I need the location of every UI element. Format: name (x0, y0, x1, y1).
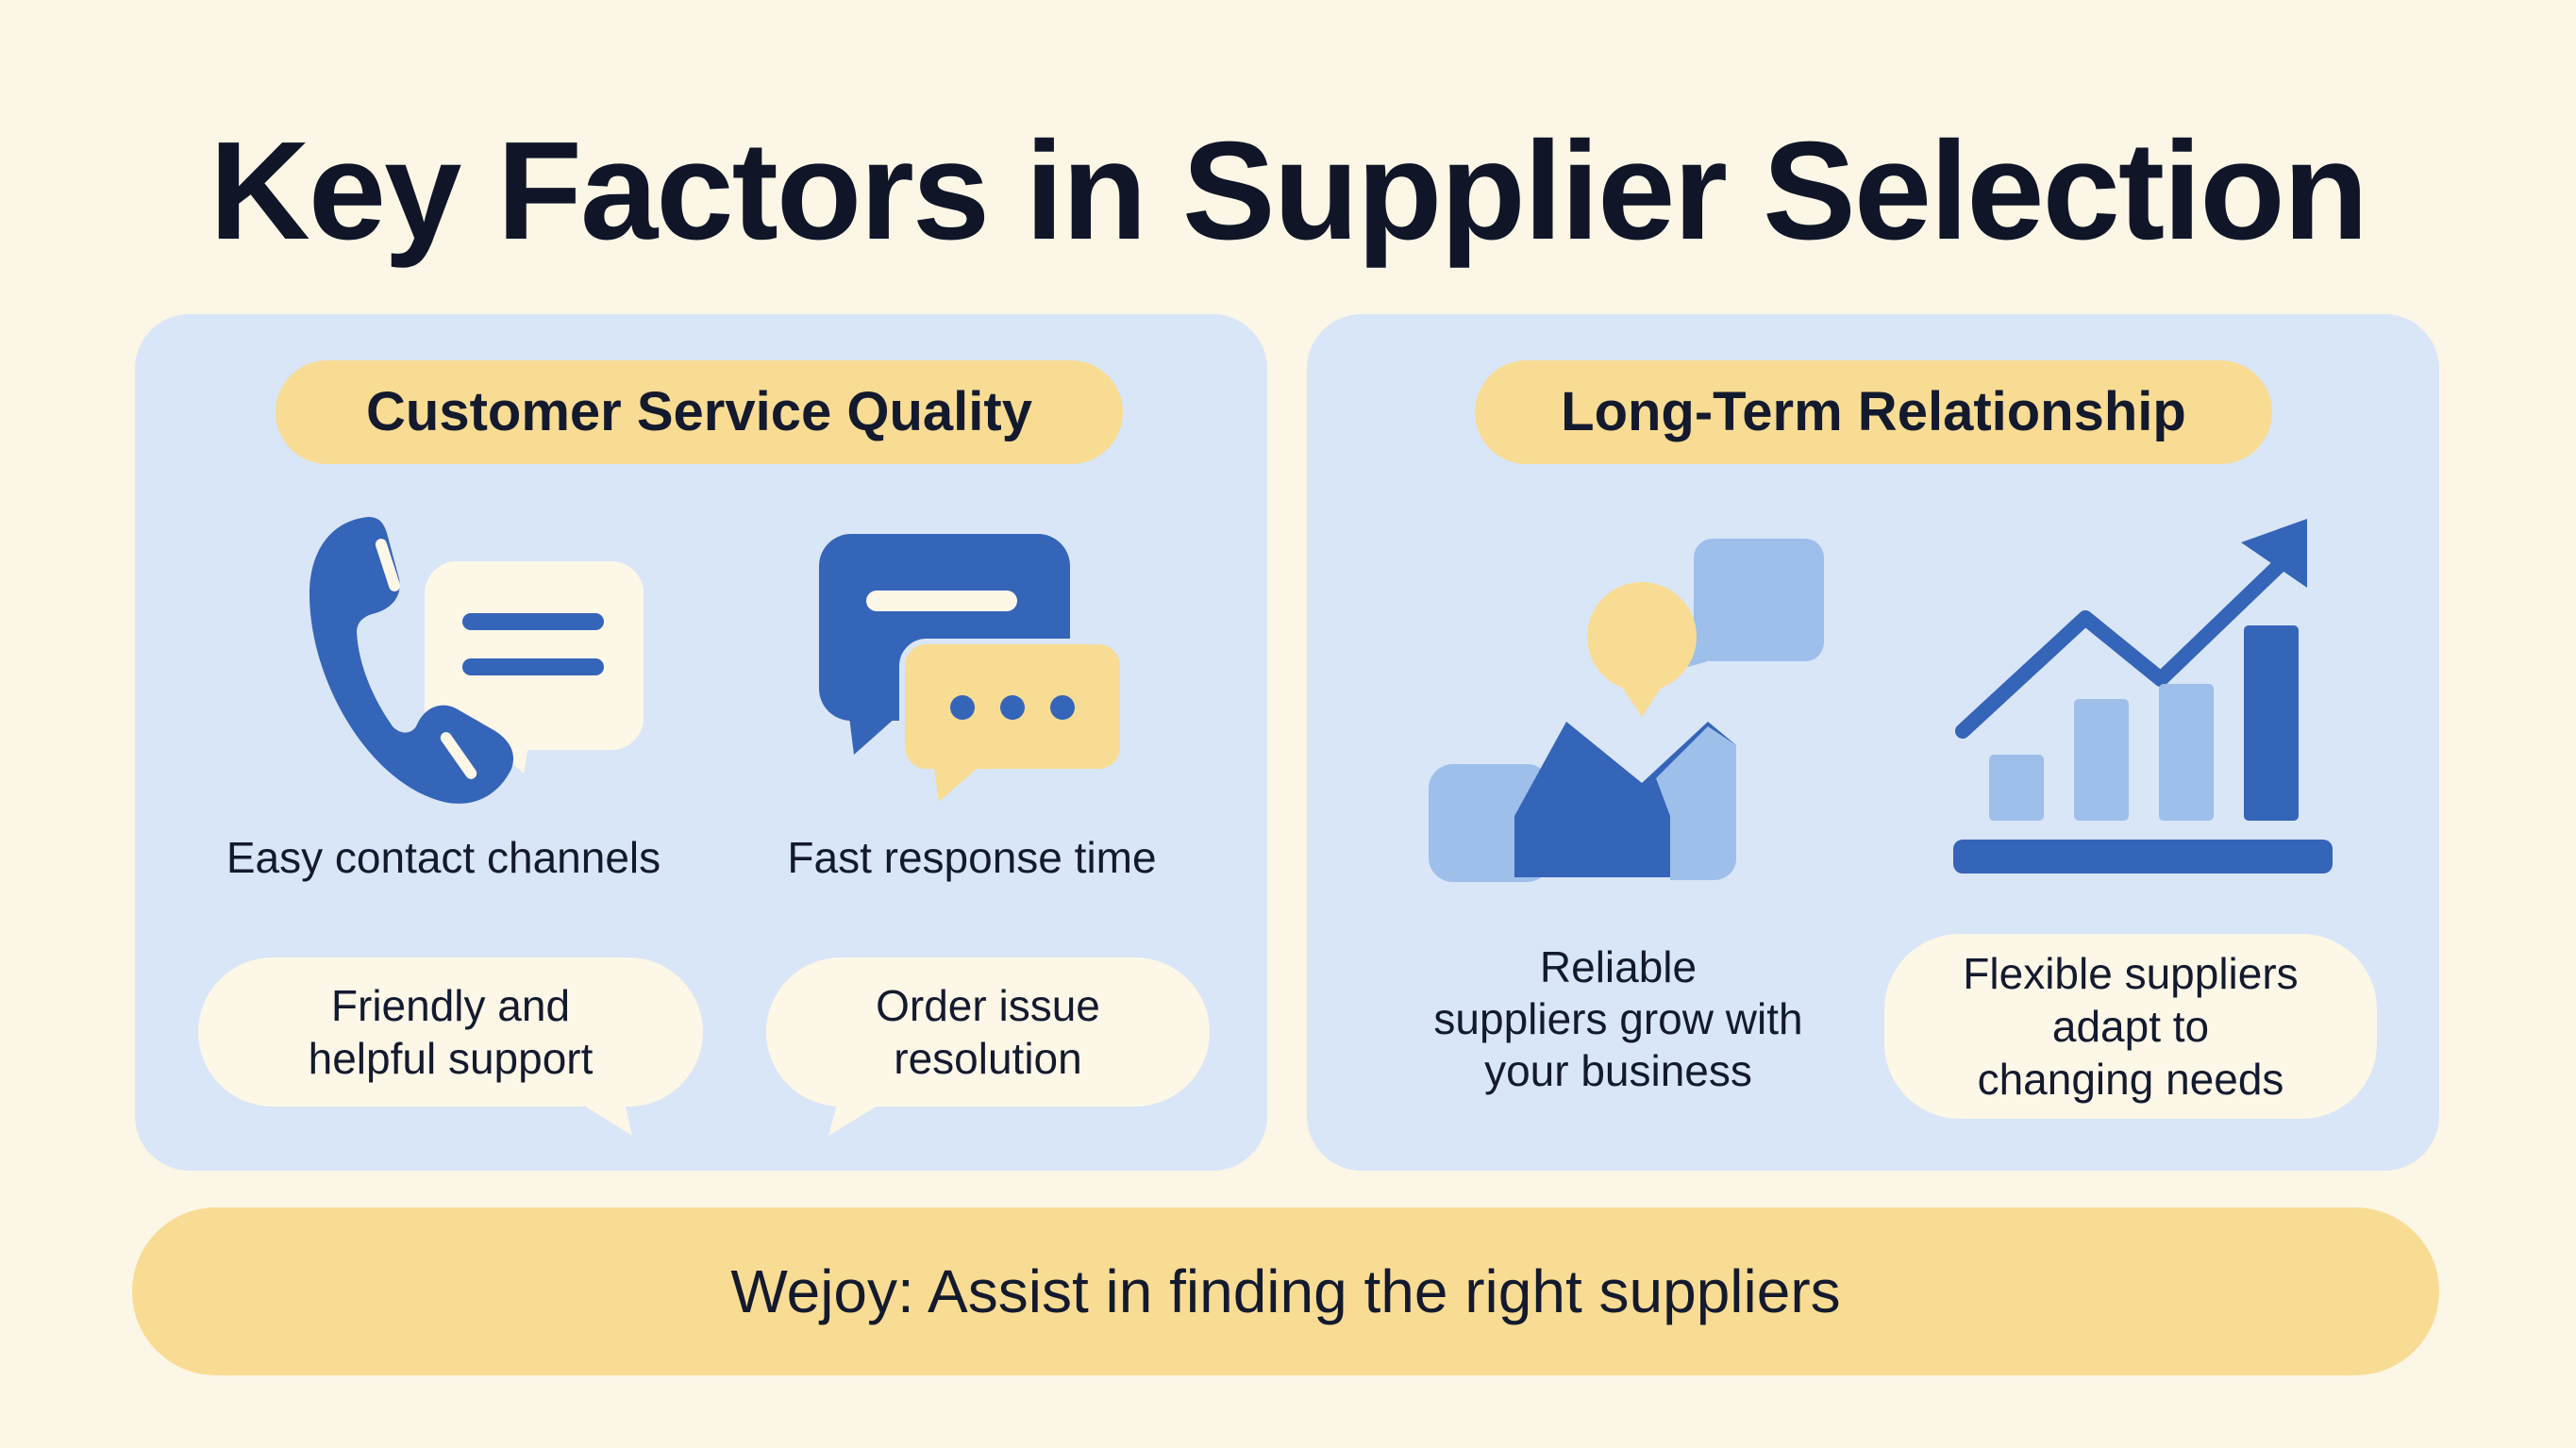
bubble-line: Order issue (876, 981, 1100, 1030)
bubble-line: resolution (894, 1034, 1082, 1083)
chat-bubbles-icon (819, 534, 1126, 802)
bubble-line: Friendly and (330, 981, 571, 1030)
bubble-flexible-suppliers: Flexible suppliers adapt to changing nee… (1884, 934, 2377, 1119)
bubble-line: adapt to (2051, 1002, 2210, 1051)
page-title: Key Factors in Supplier Selection (209, 113, 2368, 269)
caption-fast-response: Fast response time (787, 833, 1157, 882)
long-term-heading: Long-Term Relationship (1475, 360, 2272, 464)
footer-banner: Wejoy: Assist in finding the right suppl… (132, 1207, 2439, 1375)
text-line: your business (1484, 1046, 1752, 1095)
caption-easy-contact: Easy contact channels (226, 833, 661, 882)
bubble-friendly-support: Friendly and helpful support (198, 957, 703, 1107)
bubble-line: helpful support (308, 1034, 594, 1083)
bubble-order-issue: Order issue resolution (766, 957, 1210, 1107)
bubble-tail (828, 1094, 896, 1136)
phone-chat-icon (309, 517, 644, 804)
bubble-line: changing needs (1977, 1055, 2284, 1104)
bubble-line: Flexible suppliers (1963, 949, 2299, 998)
person-partnership-icon (1429, 539, 1824, 882)
text-line: suppliers grow with (1433, 994, 1803, 1043)
customer-service-heading: Customer Service Quality (276, 360, 1123, 464)
bubble-tail (566, 1094, 632, 1136)
growth-chart-icon (1953, 519, 2333, 874)
text-line: Reliable (1539, 942, 1698, 991)
text-reliable-suppliers: Reliable suppliers grow with your busine… (1373, 941, 1864, 1097)
